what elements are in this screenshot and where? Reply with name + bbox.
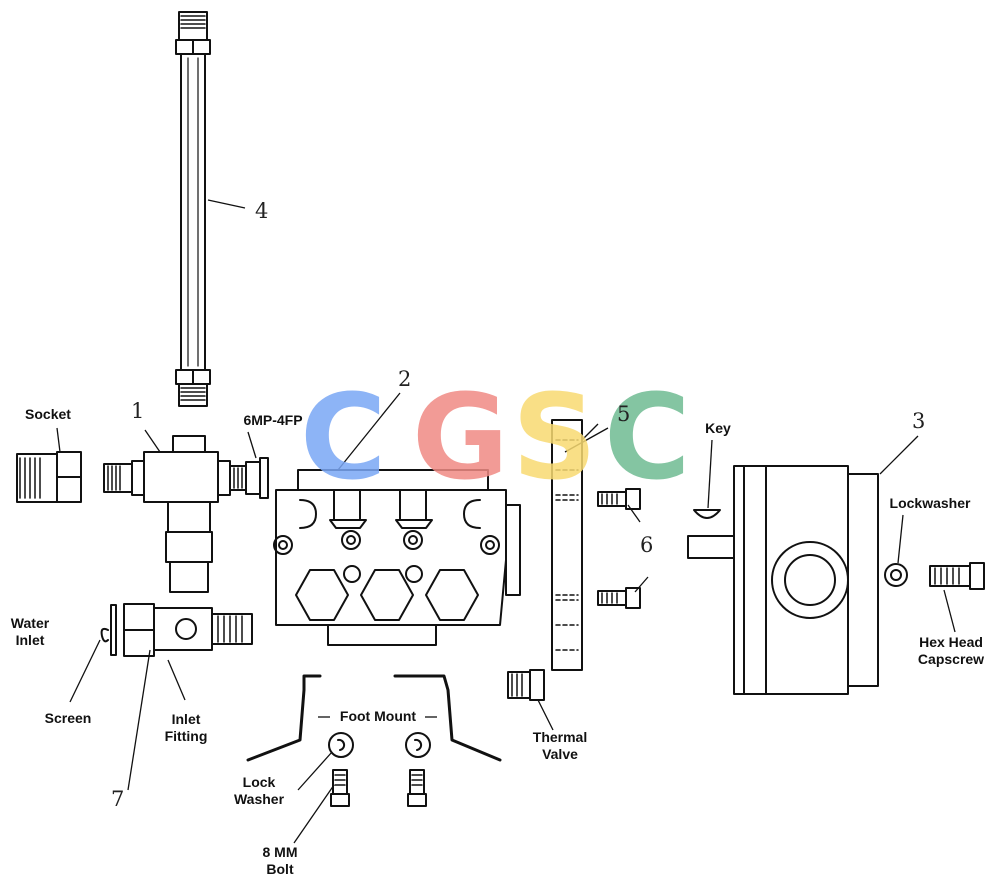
label-key: Key bbox=[705, 420, 731, 436]
label-screen: Screen bbox=[44, 710, 92, 726]
label-lock-washer: Lock Washer bbox=[233, 774, 285, 807]
gearbox bbox=[687, 465, 879, 695]
hex-head-capscrew bbox=[929, 562, 985, 590]
leader-lines bbox=[56, 199, 956, 844]
callout-5: 5 bbox=[617, 402, 631, 426]
watermark-letter-g: G bbox=[412, 368, 509, 506]
cgsc-watermark: C G S C bbox=[300, 368, 691, 506]
callout-4: 4 bbox=[255, 199, 269, 223]
thermal-valve bbox=[507, 669, 545, 701]
pump-manifold bbox=[273, 469, 521, 646]
plug-6mp-4fp bbox=[245, 457, 269, 499]
callout-2: 2 bbox=[398, 367, 412, 391]
hose bbox=[175, 11, 211, 407]
watermark-letter-s: S bbox=[512, 368, 597, 506]
callout-6: 6 bbox=[640, 533, 654, 557]
callout-1: 1 bbox=[131, 399, 145, 423]
label-socket: Socket bbox=[25, 406, 71, 422]
callout-7: 7 bbox=[111, 787, 125, 811]
lockwasher bbox=[884, 563, 908, 587]
label-foot-mount: Foot Mount bbox=[339, 708, 417, 724]
tee-assembly bbox=[103, 435, 247, 593]
watermark-letter-c1: C bbox=[300, 368, 387, 506]
label-thermal-valve: Thermal Valve bbox=[532, 729, 588, 762]
label-water-inlet: Water Inlet bbox=[10, 615, 50, 648]
label-lockwasher: Lockwasher bbox=[889, 495, 971, 511]
socket bbox=[16, 451, 82, 503]
label-inlet-fitting: Inlet Fitting bbox=[164, 711, 208, 744]
key bbox=[693, 509, 721, 519]
screws bbox=[597, 488, 641, 609]
callout-3: 3 bbox=[912, 409, 926, 433]
watermark-letter-c2: C bbox=[604, 368, 691, 506]
foot-mount bbox=[246, 674, 502, 807]
label-8mm-bolt: 8 MM Bolt bbox=[262, 844, 298, 877]
label-6mp-4fp: 6MP-4FP bbox=[243, 412, 303, 428]
adapter-plate bbox=[551, 419, 583, 671]
water-inlet-assembly bbox=[100, 603, 253, 657]
label-hex-head-capscrew: Hex Head Capscrew bbox=[917, 634, 985, 667]
